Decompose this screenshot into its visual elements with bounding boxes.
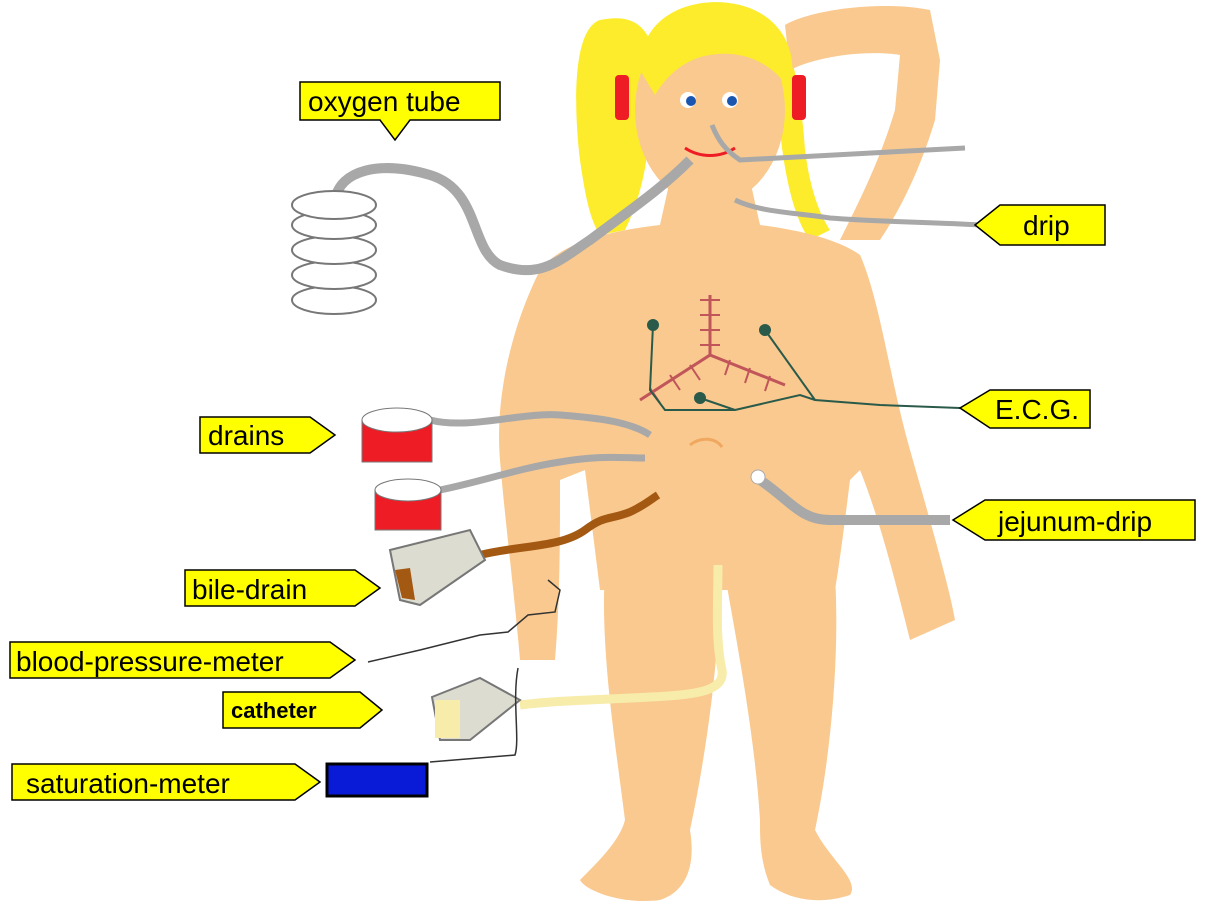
label-saturation-meter: saturation-meter	[12, 764, 320, 800]
left-leg	[580, 570, 720, 901]
label-drip-text: drip	[1023, 210, 1070, 241]
oxygen-coil-icon	[292, 191, 376, 314]
saturation-monitor-icon	[327, 764, 427, 796]
right-pupil	[727, 96, 737, 106]
label-drains-text: drains	[208, 420, 284, 451]
label-drip: drip	[975, 205, 1105, 245]
label-ecg: E.C.G.	[960, 390, 1090, 428]
label-oxygen-tube-text: oxygen tube	[308, 86, 461, 117]
label-catheter: catheter	[223, 692, 382, 728]
child-figure	[499, 2, 955, 901]
drain-container-top	[362, 408, 432, 462]
label-oxygen-tube: oxygen tube	[300, 82, 500, 140]
label-bile-drain: bile-drain	[185, 570, 380, 606]
hair-tie-right	[792, 75, 806, 120]
label-catheter-text: catheter	[231, 698, 317, 723]
label-jejunum-drip-text: jejunum-drip	[997, 506, 1152, 537]
drain-container-bottom	[375, 479, 441, 530]
label-blood-pressure-meter-text: blood-pressure-meter	[16, 646, 284, 677]
left-pupil	[686, 96, 696, 106]
label-drains: drains	[200, 417, 335, 453]
label-ecg-text: E.C.G.	[995, 394, 1079, 425]
label-blood-pressure-meter: blood-pressure-meter	[10, 642, 355, 678]
label-jejunum-drip: jejunum-drip	[953, 500, 1195, 540]
label-saturation-meter-text: saturation-meter	[26, 768, 230, 799]
label-bile-drain-text: bile-drain	[192, 574, 307, 605]
hair-tie-left	[615, 75, 629, 120]
right-leg	[725, 575, 852, 900]
